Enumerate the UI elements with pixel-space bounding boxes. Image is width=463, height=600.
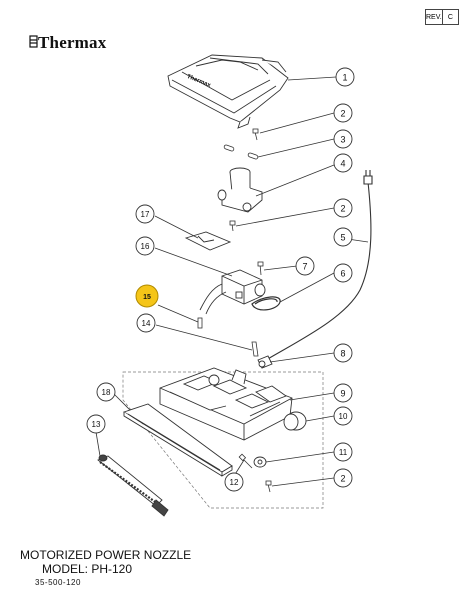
brand-logo: Thermax: [38, 33, 106, 53]
callout-16-label: 16: [141, 242, 150, 251]
callout-5: 5: [333, 227, 353, 247]
part-axle-bolt: [238, 453, 253, 469]
brand-mark-icon: [29, 35, 38, 48]
revision-box: REV. C: [425, 9, 459, 25]
callout-12: 12: [224, 472, 244, 492]
leader-lines: [95, 76, 369, 487]
callout-15-highlighted: 15: [135, 284, 159, 308]
brand-name: Thermax: [38, 33, 107, 52]
callout-2b-label: 2: [340, 204, 345, 214]
part-bumper: [122, 403, 233, 477]
part-swivel-neck: [217, 167, 263, 213]
part-pin-15: [197, 317, 203, 329]
part-brushroll: [97, 454, 169, 517]
callout-4-label: 4: [340, 159, 345, 169]
callout-10: 10: [333, 406, 353, 426]
callout-18: 18: [96, 382, 116, 402]
callout-2b: 2: [333, 198, 353, 218]
base-group-outline: [122, 371, 324, 509]
diagram-title: MOTORIZED POWER NOZZLE: [20, 548, 192, 562]
part-washer: [253, 456, 267, 468]
callout-3: 3: [333, 129, 353, 149]
callout-13-label: 13: [92, 420, 101, 429]
callout-1-label: 1: [342, 73, 347, 83]
callouts: 1 2 3 4 2 5 17 16 7 6 15 14 8 18 9 10 13…: [86, 67, 355, 492]
part-power-cord: [265, 170, 373, 361]
part-strain-relief: [257, 355, 273, 369]
rev-value: C: [441, 10, 458, 24]
part-screw-bottom: [265, 480, 272, 493]
callout-9: 9: [333, 383, 353, 403]
callout-18-label: 18: [102, 388, 111, 397]
callout-7: 7: [295, 256, 315, 276]
callout-8: 8: [333, 343, 353, 363]
callout-11: 11: [333, 442, 353, 462]
callout-13: 13: [86, 414, 106, 434]
model-label: MODEL: PH-120: [42, 562, 133, 576]
callout-1: 1: [335, 67, 355, 87]
callout-17-label: 17: [141, 210, 150, 219]
callout-14-label: 14: [142, 319, 151, 328]
callout-9-label: 9: [340, 389, 345, 399]
callout-2c: 2: [333, 468, 353, 488]
part-wheel: [283, 411, 307, 431]
callout-3-label: 3: [340, 135, 345, 145]
callout-15-label: 15: [143, 294, 151, 301]
part-pins: [223, 144, 259, 160]
part-screw-7: [257, 261, 264, 276]
part-bracket: [184, 231, 232, 251]
part-screw-top: [252, 128, 259, 141]
callout-11-label: 11: [339, 448, 348, 457]
callout-2a: 2: [333, 103, 353, 123]
callout-2a-label: 2: [340, 109, 345, 119]
callout-8-label: 8: [340, 349, 345, 359]
rev-label: REV.: [426, 13, 442, 21]
part-clip-14: [251, 341, 259, 357]
callout-17: 17: [135, 204, 155, 224]
document-number: 35-500-120: [35, 578, 81, 587]
part-hood: Thermax: [167, 54, 289, 129]
callout-5-label: 5: [340, 233, 345, 243]
callout-6: 6: [333, 263, 353, 283]
part-base-housing: [159, 367, 293, 441]
callout-4: 4: [333, 153, 353, 173]
callout-2c-label: 2: [340, 474, 345, 484]
part-motor: [199, 269, 266, 315]
callout-10-label: 10: [339, 412, 348, 421]
callout-16: 16: [135, 236, 155, 256]
callout-12-label: 12: [230, 478, 239, 487]
callout-6-label: 6: [340, 269, 345, 279]
part-screw-mid: [229, 220, 236, 232]
callout-7-label: 7: [302, 262, 307, 272]
callout-14: 14: [136, 313, 156, 333]
